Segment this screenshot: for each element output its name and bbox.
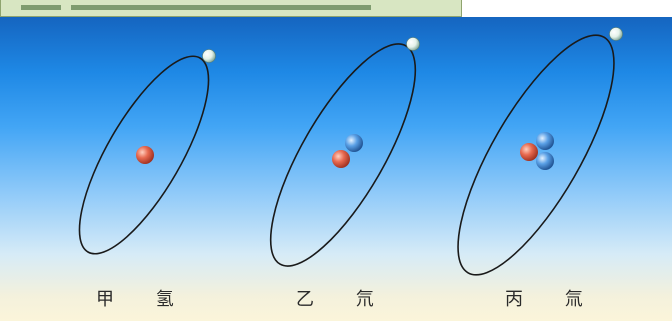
electron <box>407 38 420 51</box>
isotope-label-3: 丙 氚 <box>505 285 601 311</box>
neutron <box>536 152 554 170</box>
isotope-label-2: 乙 氘 <box>296 285 392 311</box>
atom-1 <box>56 40 232 271</box>
neutron <box>345 134 363 152</box>
neutron <box>536 132 554 150</box>
atom-3 <box>430 15 642 295</box>
atom-2 <box>244 25 441 284</box>
electron <box>610 28 623 41</box>
proton <box>332 150 350 168</box>
isotope-labels: 甲 氢 乙 氘 丙 氚 <box>0 285 672 315</box>
isotope-label-1: 甲 氢 <box>96 285 192 311</box>
proton <box>136 146 154 164</box>
electron <box>203 50 216 63</box>
proton <box>520 143 538 161</box>
